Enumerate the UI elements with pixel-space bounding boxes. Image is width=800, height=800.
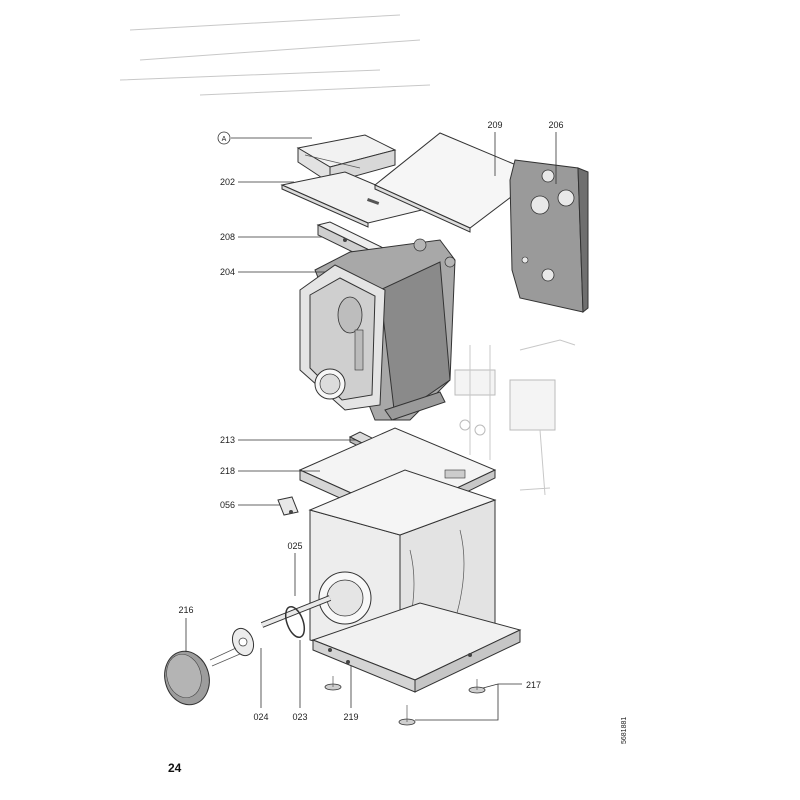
- label-025: 025: [287, 541, 302, 551]
- label-216: 216: [178, 605, 193, 615]
- label-213: 213: [220, 435, 235, 445]
- burner-cover: [164, 650, 210, 706]
- label-208: 208: [220, 232, 235, 242]
- gasket-ring: [284, 605, 306, 639]
- callout-circle: [217, 131, 231, 145]
- hydraulic-group: [454, 339, 576, 496]
- callout-a-label: A: [222, 136, 227, 143]
- label-217: 217: [526, 680, 541, 690]
- burner-tube: [260, 595, 332, 628]
- small-bracket: [277, 496, 299, 516]
- base-plate: [311, 602, 522, 693]
- label-219: 219: [343, 712, 358, 722]
- label-204: 204: [220, 267, 235, 277]
- label-209: 209: [487, 120, 502, 130]
- background-ghost-lines: [119, 14, 431, 96]
- rear-panel: [509, 159, 589, 314]
- leader-lines: [185, 132, 557, 721]
- heat-exchanger: [299, 238, 456, 421]
- burner-flange: [209, 627, 255, 667]
- page-number: 24: [168, 761, 182, 775]
- label-202: 202: [220, 177, 235, 187]
- label-056: 056: [220, 500, 235, 510]
- adjustable-feet: [324, 676, 486, 726]
- label-023: 023: [292, 712, 307, 722]
- document-code: 5681881: [621, 717, 628, 744]
- label-024: 024: [253, 712, 268, 722]
- label-206: 206: [548, 120, 563, 130]
- label-218: 218: [220, 466, 235, 476]
